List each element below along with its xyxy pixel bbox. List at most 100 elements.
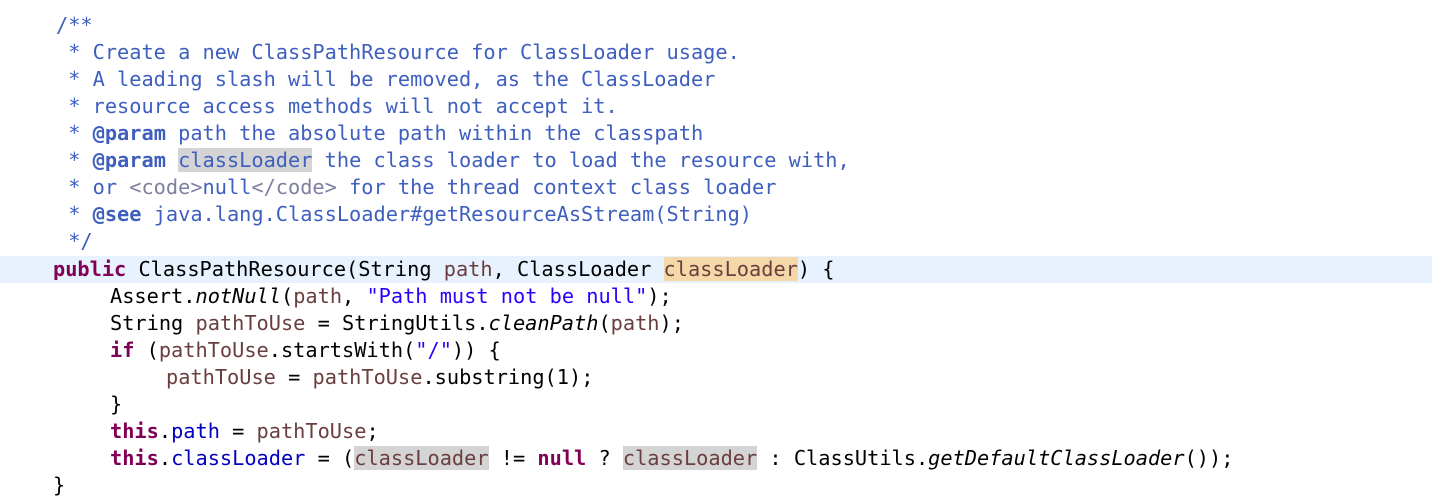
code-token-var: pathToUse [256, 419, 367, 443]
code-token-comment: the class loader to load the resource wi… [312, 148, 850, 172]
code-line[interactable]: */ [0, 228, 1432, 255]
code-token-plain: )) { [451, 338, 501, 362]
code-token-var: pathToUse [166, 365, 276, 389]
code-token-var: path [443, 257, 493, 281]
code-token-plain: .startsWith( [268, 338, 416, 362]
code-token-plain: } [53, 473, 66, 497]
code-text: * @param classLoader the class loader to… [56, 147, 850, 174]
code-token-plain: Assert. [110, 284, 196, 308]
code-text: String pathToUse = StringUtils.cleanPath… [110, 310, 684, 337]
code-line[interactable]: * @param path the absolute path within t… [0, 120, 1432, 147]
code-token-plain: = ( [305, 446, 355, 470]
code-token-plain: ClassPathResource(String [126, 257, 444, 281]
code-token-plain: ? [586, 446, 623, 470]
code-token-var: pathToUse [312, 365, 423, 389]
code-token-string: "/" [415, 338, 452, 362]
code-text: * A leading slash will be removed, as th… [56, 66, 715, 93]
code-line[interactable]: * resource access methods will not accep… [0, 93, 1432, 120]
code-line-current[interactable]: public ClassPathResource(String path, Cl… [0, 256, 1432, 283]
code-token-comment: * A leading slash will be removed, as th… [56, 67, 716, 91]
code-token-plain: = [219, 419, 257, 443]
code-line[interactable]: } [0, 391, 1432, 418]
code-line[interactable]: Assert.notNull(path, "Path must not be n… [0, 283, 1432, 310]
code-token-comment: * resource access methods will not accep… [56, 94, 618, 118]
code-line[interactable]: * @see java.lang.ClassLoader#getResource… [0, 201, 1432, 228]
code-token-plain: ); [647, 284, 672, 308]
code-line[interactable]: /** [0, 12, 1432, 39]
code-token-plain: } [110, 392, 123, 416]
code-token-italic: cleanPath [488, 311, 599, 335]
code-token-comment: for the thread context class loader [336, 175, 777, 199]
code-token-var: path [610, 311, 660, 335]
code-token-keyword: public [53, 257, 127, 281]
code-line[interactable]: String pathToUse = StringUtils.cleanPath… [0, 310, 1432, 337]
code-line[interactable]: this.classLoader = (classLoader != null … [0, 445, 1432, 472]
code-token-html: </code> [251, 175, 337, 199]
code-token-plain: ( [134, 338, 159, 362]
code-token-comment: /** [56, 13, 93, 37]
code-text: Assert.notNull(path, "Path must not be n… [110, 283, 672, 310]
code-token-var: pathToUse [195, 311, 306, 335]
code-token-keyword: this [110, 419, 159, 443]
code-token-field: classLoader [171, 446, 306, 470]
code-token-comment: null [202, 175, 252, 199]
code-token-plain: = StringUtils. [305, 311, 489, 335]
code-token-tag: @param [92, 148, 166, 172]
code-text: this.classLoader = (classLoader != null … [110, 445, 1233, 472]
code-token-plain: ( [598, 311, 611, 335]
code-line[interactable]: * @param classLoader the class loader to… [0, 147, 1432, 174]
code-token-comment: * [56, 202, 93, 226]
code-line[interactable]: } [0, 472, 1432, 499]
code-line[interactable]: * Create a new ClassPathResource for Cla… [0, 39, 1432, 66]
code-token-plain: : ClassUtils. [757, 446, 929, 470]
code-text: pathToUse = pathToUse.substring(1); [166, 364, 593, 391]
code-text: * Create a new ClassPathResource for Cla… [56, 39, 740, 66]
code-token-var: pathToUse [158, 338, 269, 362]
code-line[interactable]: * A leading slash will be removed, as th… [0, 66, 1432, 93]
code-line[interactable]: this.path = pathToUse; [0, 418, 1432, 445]
code-token-tag: @param [92, 121, 166, 145]
code-token-italic: notNull [195, 284, 281, 308]
code-token-var-highlighted: classLoader [354, 446, 489, 470]
code-line[interactable]: if (pathToUse.startsWith("/")) { [0, 337, 1432, 364]
code-token-var: path [293, 284, 343, 308]
code-token-keyword: this [110, 446, 159, 470]
code-token-comment-highlighted: classLoader [178, 148, 313, 172]
code-token-comment: java.lang.ClassLoader#getResourceAsStrea… [141, 202, 753, 226]
code-text: /** [56, 12, 93, 39]
code-token-comment: * or [56, 175, 130, 199]
code-token-plain: ) { [797, 257, 835, 281]
code-text: } [53, 472, 65, 499]
code-token-var-highlighted: classLoader [622, 446, 758, 470]
code-token-comment: * [56, 148, 93, 172]
code-token-plain: = [275, 365, 313, 389]
code-line[interactable]: * or <code>null</code> for the thread co… [0, 174, 1432, 201]
code-token-plain: . [158, 446, 172, 470]
code-line[interactable]: pathToUse = pathToUse.substring(1); [0, 364, 1432, 391]
code-text: * resource access methods will not accep… [56, 93, 618, 120]
code-text: this.path = pathToUse; [110, 418, 379, 445]
code-token-plain: , ClassLoader [492, 257, 664, 281]
code-text: */ [56, 228, 93, 255]
code-text: * @param path the absolute path within t… [56, 120, 703, 147]
code-token-field: path [171, 419, 220, 443]
code-token-keyword: if [110, 338, 135, 362]
code-token-plain: ; [366, 419, 379, 443]
code-token-comment: path the absolute path within the classp… [165, 121, 704, 145]
code-text: } [110, 391, 122, 418]
code-token-plain: != [488, 446, 538, 470]
code-token-comment: */ [56, 229, 93, 253]
code-token-plain: ( [280, 284, 294, 308]
code-token-var-highlighted: classLoader [663, 257, 798, 281]
code-text: * or <code>null</code> for the thread co… [56, 174, 776, 201]
code-token-comment: * Create a new ClassPathResource for Cla… [56, 40, 740, 64]
code-token-plain: String [110, 311, 196, 335]
code-token-plain: ); [659, 311, 684, 335]
code-token-string: "Path must not be null" [366, 284, 648, 308]
code-token-italic: getDefaultClassLoader [928, 446, 1185, 470]
code-token-comment [166, 148, 178, 172]
code-token-plain: ()); [1184, 446, 1234, 470]
code-token-plain: , [342, 284, 367, 308]
code-text: if (pathToUse.startsWith("/")) { [110, 337, 501, 364]
